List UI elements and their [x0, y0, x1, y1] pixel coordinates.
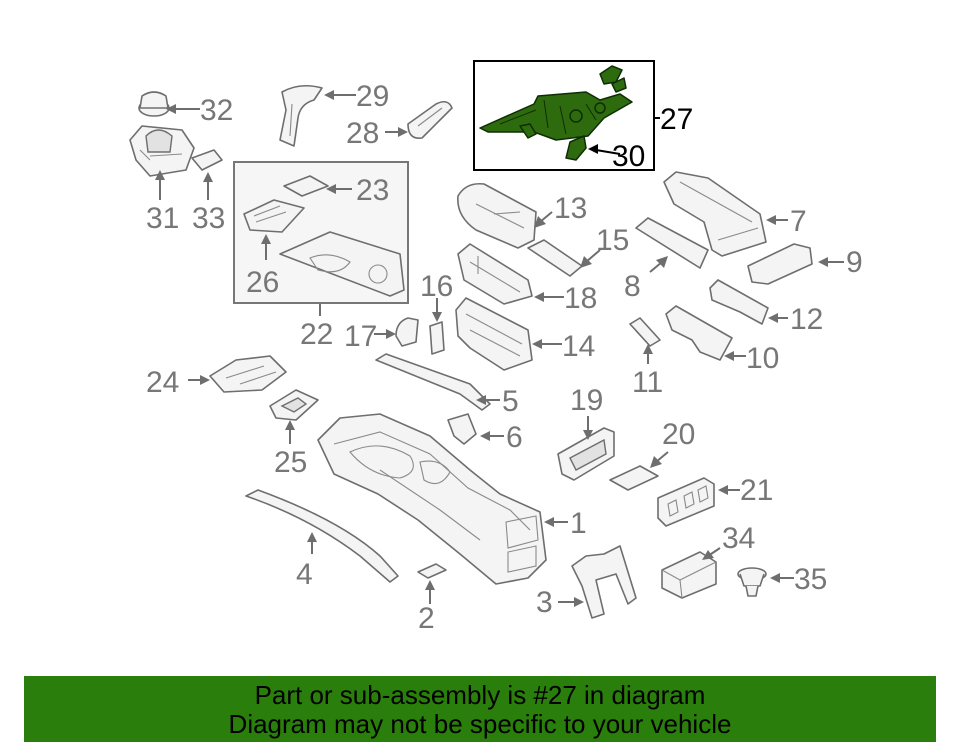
callout-6: 6 — [506, 421, 523, 454]
part-5: 5 — [375, 353, 519, 418]
callout-23: 23 — [356, 174, 389, 207]
part-4: 4 — [245, 489, 399, 591]
part-21: 21 — [657, 474, 773, 527]
group-box-22: 23 26 22 — [233, 161, 409, 351]
part-24: 24 — [146, 355, 287, 399]
callout-9: 9 — [846, 246, 863, 279]
part-19: 19 — [557, 384, 615, 481]
part-2: 2 — [417, 563, 447, 635]
part-7: 7 — [663, 171, 807, 257]
part-18: 18 — [457, 243, 597, 315]
callout-15: 15 — [596, 224, 629, 257]
part-20: 20 — [609, 418, 695, 491]
part-12: 12 — [709, 279, 823, 336]
banner-line-1: Part or sub-assembly is #27 in diagram — [254, 680, 706, 710]
callout-22: 22 — [300, 318, 333, 351]
callout-35: 35 — [794, 563, 827, 596]
part-6: 6 — [447, 413, 523, 454]
part-35: 35 — [737, 563, 827, 597]
callout-8: 8 — [624, 270, 641, 303]
callout-7: 7 — [790, 205, 807, 238]
part-16: 16 — [420, 270, 453, 355]
part-33: 33 — [191, 149, 225, 235]
callout-30: 30 — [612, 140, 645, 173]
callout-5: 5 — [502, 385, 519, 418]
callout-2: 2 — [418, 602, 435, 635]
part-13: 13 — [457, 182, 587, 249]
part-3: 3 — [536, 545, 637, 619]
callout-26: 26 — [246, 266, 279, 299]
part-31-shifter: 31 — [129, 125, 195, 235]
part-14: 14 — [455, 297, 595, 371]
callout-13: 13 — [554, 192, 587, 225]
highlight-box-27: 30 27 — [473, 60, 693, 173]
callout-32: 32 — [200, 94, 233, 127]
callout-21: 21 — [740, 474, 773, 507]
part-29: 29 — [279, 80, 389, 147]
callout-29: 29 — [356, 80, 389, 113]
callout-3: 3 — [536, 586, 553, 619]
part-8: 8 — [624, 217, 709, 303]
highlight-notice-banner: Part or sub-assembly is #27 in diagram D… — [24, 676, 936, 742]
banner-line-2: Diagram may not be specific to your vehi… — [228, 709, 732, 739]
callout-14: 14 — [562, 330, 595, 363]
part-34: 34 — [661, 522, 755, 599]
callout-33: 33 — [192, 202, 225, 235]
callout-34: 34 — [722, 522, 755, 555]
part-15: 15 — [527, 224, 629, 277]
callout-12: 12 — [790, 303, 823, 336]
callout-4: 4 — [296, 558, 313, 591]
callout-10: 10 — [746, 342, 779, 375]
callout-17: 17 — [344, 320, 377, 353]
part-17: 17 — [344, 317, 419, 353]
part-10: 10 — [665, 305, 779, 375]
part-1-console: 1 — [317, 413, 587, 585]
part-9: 9 — [747, 243, 863, 285]
callout-16: 16 — [420, 270, 453, 303]
part-32-knob: 32 — [138, 91, 233, 127]
callout-18: 18 — [564, 282, 597, 315]
part-25: 25 — [269, 389, 319, 479]
callout-11: 11 — [632, 366, 663, 399]
part-11: 11 — [629, 317, 663, 399]
parts-diagram: 32 31 33 29 28 23 — [129, 60, 863, 635]
callout-19: 19 — [570, 384, 603, 417]
callout-31: 31 — [146, 202, 179, 235]
callout-1: 1 — [570, 507, 587, 540]
callout-20: 20 — [662, 418, 695, 451]
callout-25: 25 — [274, 446, 307, 479]
part-28: 28 — [346, 100, 453, 150]
callout-24: 24 — [146, 366, 179, 399]
callout-27: 27 — [660, 103, 693, 136]
callout-28: 28 — [346, 117, 379, 150]
